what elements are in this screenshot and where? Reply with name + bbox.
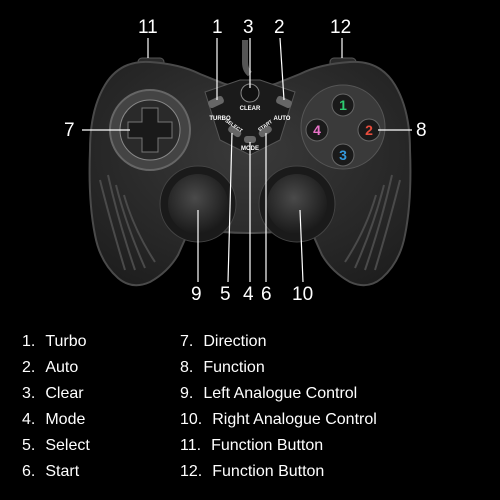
legend-number: 7. <box>180 333 194 350</box>
callout-9: 9 <box>191 284 202 305</box>
left-grip-texture <box>99 174 156 271</box>
callout-3: 3 <box>243 17 254 38</box>
legend-text: Clear <box>45 385 84 402</box>
legend-number: 12. <box>180 463 203 480</box>
mode-button-shape <box>244 136 256 143</box>
legend-number: 2. <box>22 359 36 376</box>
select-button-shape <box>228 125 242 138</box>
legend-item-11: 11. Function Button <box>180 438 323 454</box>
legend-text: Select <box>45 437 90 454</box>
callout-5: 5 <box>220 284 231 305</box>
button-1-label: 1 <box>339 97 347 113</box>
auto-button-shape <box>276 95 292 109</box>
legend-text: Function <box>203 359 265 376</box>
callout-1: 1 <box>212 17 223 38</box>
legend-item-3: 3. Clear <box>22 386 84 402</box>
leader-lines <box>82 37 412 283</box>
left-analog-stick <box>168 174 228 234</box>
auto-text: AUTO <box>274 116 291 122</box>
legend-item-8: 8. Function <box>180 360 265 376</box>
button-3-label: 3 <box>339 147 347 163</box>
legend-item-4: 4. Mode <box>22 412 85 428</box>
legend-number: 10. <box>180 411 203 428</box>
legend-text: Function Button <box>211 437 324 454</box>
legend-text: Start <box>45 463 80 480</box>
legend-text: Function Button <box>212 463 325 480</box>
legend-number: 11. <box>180 437 202 454</box>
legend-item-12: 12. Function Button <box>180 464 324 480</box>
callout-8: 8 <box>416 120 427 141</box>
callout-10: 10 <box>292 284 314 305</box>
legend-text: Right Analogue Control <box>212 411 377 428</box>
legend-text: Left Analogue Control <box>203 385 358 402</box>
clear-text: CLEAR <box>240 106 261 112</box>
legend-number: 9. <box>180 385 194 402</box>
legend-text: Direction <box>203 333 267 350</box>
button-3-shape <box>331 143 355 167</box>
legend-number: 5. <box>22 437 36 454</box>
controller-illustration: 1 4 2 3 TURBO CLEAR AUTO SELECT START MO… <box>82 37 412 287</box>
start-button-shape <box>258 125 272 138</box>
callout-11: 11 <box>138 17 158 38</box>
legend-item-5: 5. Select <box>22 438 90 454</box>
callout-6: 6 <box>261 284 272 305</box>
legend-item-9: 9. Left Analogue Control <box>180 386 357 402</box>
button-4-shape <box>305 118 329 142</box>
legend-item-10: 10. Right Analogue Control <box>180 412 377 428</box>
center-panel <box>204 79 296 156</box>
dpad-cross <box>127 107 173 153</box>
right-grip-texture <box>344 174 401 271</box>
button-2-label: 2 <box>365 122 373 138</box>
legend-item-2: 2. Auto <box>22 360 78 376</box>
legend-number: 4. <box>22 411 36 428</box>
legend-text: Auto <box>45 359 79 376</box>
legend-text: Turbo <box>45 333 87 350</box>
turbo-text: TURBO <box>209 116 231 122</box>
callout-12: 12 <box>330 17 352 38</box>
button-4-label: 4 <box>313 122 321 138</box>
legend-number: 6. <box>22 463 36 480</box>
right-analog-stick <box>267 174 327 234</box>
legend-number: 8. <box>180 359 194 376</box>
legend-item-1: 1. Turbo <box>22 334 87 350</box>
cable <box>242 40 253 77</box>
legend-number: 3. <box>22 385 36 402</box>
turbo-button-shape <box>208 95 224 109</box>
callout-7: 7 <box>64 120 75 141</box>
legend-item-7: 7. Direction <box>180 334 266 350</box>
legend-number: 1. <box>22 333 36 350</box>
button-1-shape <box>331 93 355 117</box>
legend-item-6: 6. Start <box>22 464 79 480</box>
face-buttons-base <box>300 84 386 170</box>
callout-4: 4 <box>243 284 254 305</box>
callout-2: 2 <box>274 17 285 38</box>
legend-text: Mode <box>45 411 86 428</box>
